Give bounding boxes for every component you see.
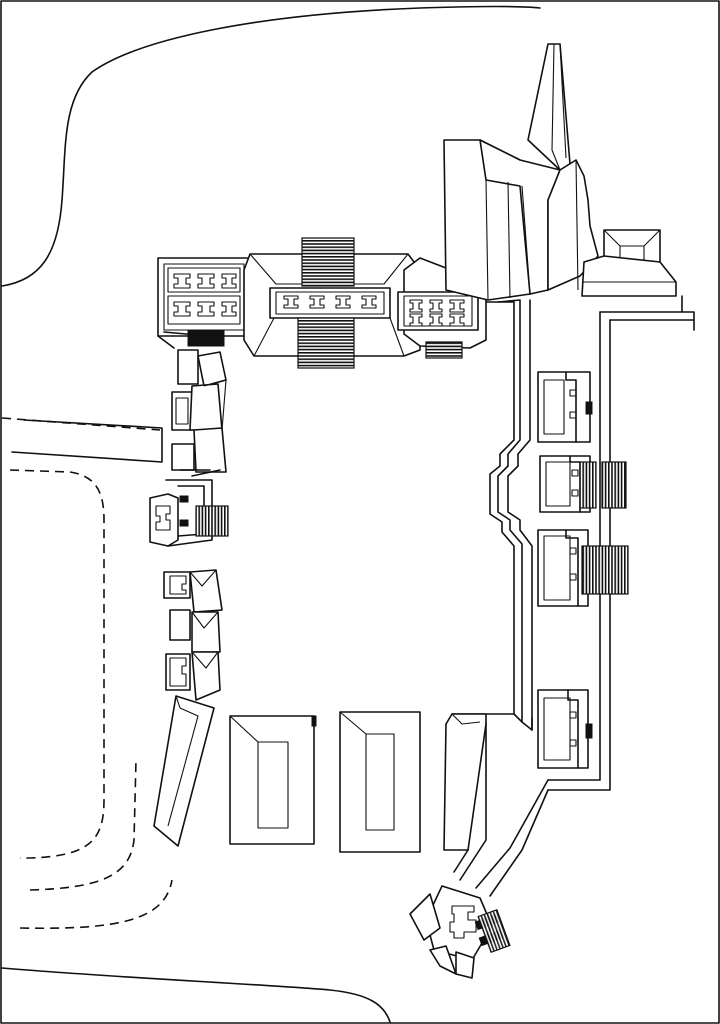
road-boundary-bottom	[1, 967, 391, 1023]
terrain-boundary-top	[1, 5, 541, 287]
dashed-path-curve-1	[9, 469, 105, 859]
south-buildings	[229, 711, 487, 853]
church-with-spire	[443, 43, 599, 301]
east-buildings	[537, 371, 629, 769]
dashed-path-curve-2	[29, 759, 137, 891]
sw-long-building	[153, 695, 215, 847]
north-range-buildings	[157, 237, 487, 369]
courtyard-west-line	[157, 331, 209, 349]
dashed-path-curve-3	[19, 879, 173, 930]
se-gate-chapel	[409, 723, 549, 979]
entrance-road	[11, 419, 163, 463]
west-range	[149, 349, 229, 701]
small-pavilion-ne	[581, 229, 677, 297]
